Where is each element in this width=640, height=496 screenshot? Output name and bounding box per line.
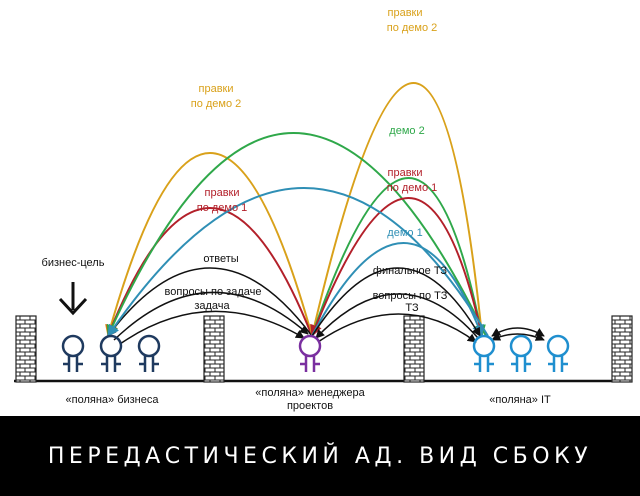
arc-it-2	[491, 332, 545, 341]
zone-business-label: «поляна» бизнеса	[66, 394, 160, 406]
arc-right-spec	[317, 313, 477, 343]
arc-right-green-long	[106, 132, 487, 338]
zone-pm-label-2: проектов	[287, 400, 333, 412]
label-left-task: задача	[194, 300, 230, 312]
label-left-edits-demo1-2: по демо 1	[197, 202, 248, 214]
label-right-final-spec: финальное ТЗ	[373, 265, 447, 277]
arc-left-answers	[107, 267, 313, 337]
arc-left-orange	[105, 152, 313, 338]
brick-wall-left	[15, 315, 37, 383]
brick-wall-center-right	[403, 315, 425, 383]
arc-right-blue-long	[107, 187, 489, 337]
label-right-demo1: демо 1	[387, 227, 422, 239]
goal-label: бизнес-цель	[42, 257, 105, 269]
flow-diagram: бизнес-цель	[14, 7, 633, 412]
arc-right-blue	[311, 242, 484, 338]
person-business-3	[137, 334, 161, 372]
person-project-manager	[298, 334, 322, 372]
person-business-1	[61, 334, 85, 372]
arc-right-orange	[308, 82, 483, 338]
brick-wall-center-left	[203, 315, 225, 383]
arc-right-green	[311, 177, 486, 338]
page-title: ПЕРЕДАСТИЧЕСКИЙ АД. ВИД СБОКУ	[47, 443, 593, 469]
label-left-edits-demo1-1: правки	[205, 187, 240, 199]
label-left-edits-demo2-2: по демо 2	[191, 98, 242, 110]
label-left-edits-demo2-1: правки	[199, 83, 234, 95]
label-left-task-questions: вопросы по задаче	[165, 286, 262, 298]
label-right-spec-questions: вопросы по ТЗ	[373, 290, 448, 302]
label-right-demo2: демо 2	[389, 125, 424, 137]
arc-right-final-spec	[311, 267, 481, 337]
goal-down-arrow-icon	[58, 282, 88, 316]
label-left-answers: ответы	[203, 253, 238, 265]
zone-it-label: «поляна» IT	[489, 394, 551, 406]
label-right-edits-demo2-1: правки	[388, 7, 423, 19]
label-right-edits-demo2-2: по демо 2	[387, 22, 438, 34]
arc-left-red	[106, 207, 313, 338]
label-right-edits-demo1-1: правки	[388, 167, 423, 179]
person-it-1	[472, 334, 496, 372]
arc-right-spec-questions	[315, 293, 479, 339]
label-right-spec: ТЗ	[405, 302, 419, 314]
arc-right-red	[310, 197, 483, 338]
title-banner: ПЕРЕДАСТИЧЕСКИЙ АД. ВИД СБОКУ	[0, 416, 640, 496]
zone-pm-label-1: «поляна» менеджера	[255, 387, 365, 399]
brick-wall-right	[611, 315, 633, 383]
label-right-edits-demo1-2: по демо 1	[387, 182, 438, 194]
arc-left-task	[119, 310, 305, 345]
arc-left-questions	[113, 291, 309, 341]
person-business-2	[99, 334, 123, 372]
arc-it-1	[491, 327, 545, 337]
person-it-3	[546, 334, 570, 372]
person-it-2	[509, 334, 533, 372]
